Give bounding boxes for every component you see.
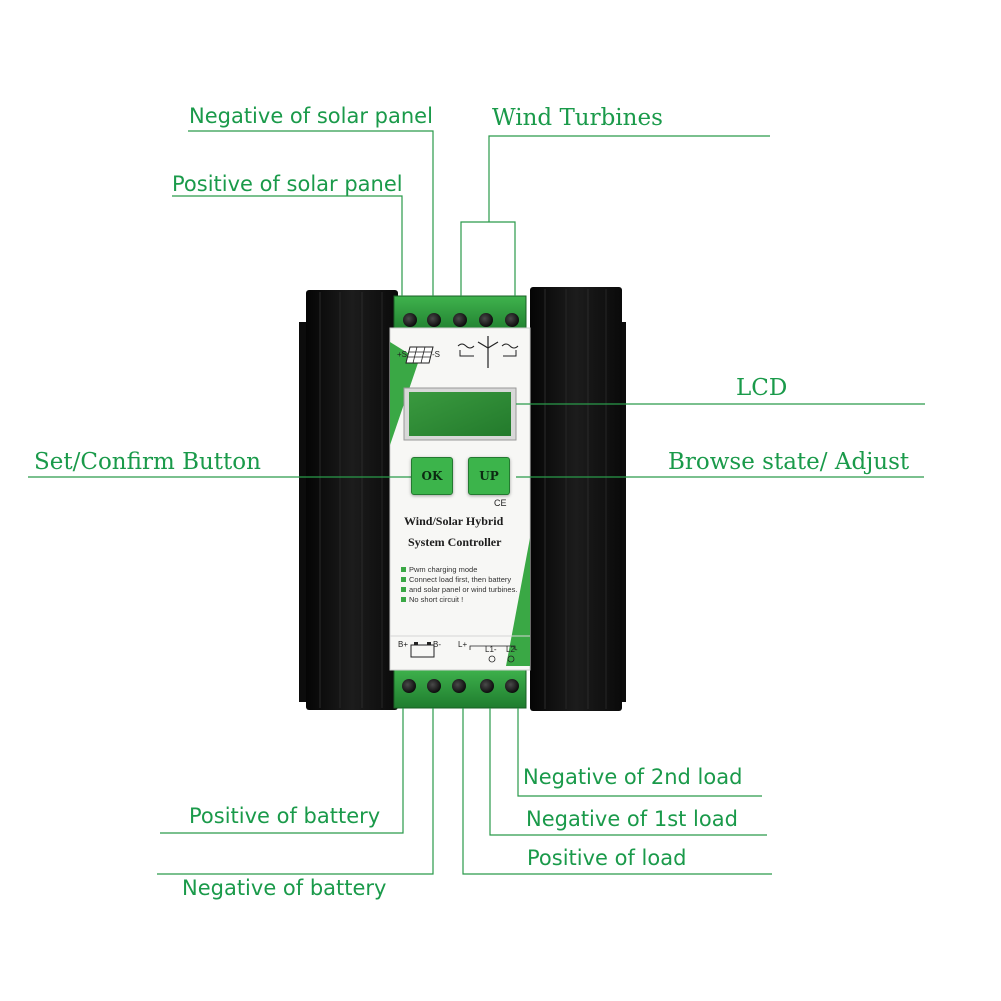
battery-positive-mark: B+ bbox=[398, 640, 409, 649]
label-positive-solar-panel: Positive of solar panel bbox=[172, 172, 403, 196]
label-negative-2nd-load: Negative of 2nd load bbox=[523, 765, 743, 789]
up-button[interactable]: UP bbox=[468, 457, 510, 495]
solar-panel-icon bbox=[405, 346, 434, 364]
bottom-terminal-block bbox=[393, 667, 527, 709]
label-positive-battery: Positive of battery bbox=[189, 804, 381, 828]
wind-turbine-icon bbox=[457, 336, 519, 368]
label-lcd: LCD bbox=[736, 375, 788, 401]
label-positive-of-load: Positive of load bbox=[527, 846, 687, 870]
label-browse-state-adjust: Browse state/ Adjust bbox=[668, 449, 910, 475]
battery-icon bbox=[410, 642, 435, 658]
ce-mark: CE bbox=[494, 498, 507, 508]
device-note-1: Pwm charging mode bbox=[401, 565, 477, 575]
label-wind-turbines: Wind Turbines bbox=[492, 105, 663, 131]
leader-pos-solar bbox=[172, 195, 403, 296]
load-bulb-icons bbox=[469, 645, 516, 663]
device-note-2: Connect load first, then battery bbox=[401, 575, 511, 585]
label-negative-battery: Negative of battery bbox=[182, 876, 387, 900]
load1-negative-mark: L1- bbox=[485, 645, 497, 654]
leader-neg-solar bbox=[188, 130, 434, 296]
device-note-4: No short circuit ! bbox=[401, 595, 463, 605]
ok-button[interactable]: OK bbox=[411, 457, 453, 495]
leader-neg-battery bbox=[157, 708, 434, 875]
leader-wind-turbines bbox=[488, 135, 770, 222]
label-negative-1st-load: Negative of 1st load bbox=[526, 807, 738, 831]
device-title-line1: Wind/Solar Hybrid bbox=[404, 514, 504, 528]
left-heatsink bbox=[299, 290, 398, 710]
device-note-3: and solar panel or wind turbines. bbox=[401, 585, 517, 595]
solar-positive-mark: +S bbox=[397, 350, 408, 359]
battery-negative-mark: B- bbox=[433, 640, 441, 649]
leader-neg-2nd-load bbox=[517, 708, 762, 797]
leader-lines bbox=[28, 130, 925, 875]
leader-pos-battery bbox=[160, 708, 404, 834]
front-panel bbox=[389, 327, 531, 671]
leader-neg-1st-load bbox=[489, 708, 767, 836]
leader-wind-bracket bbox=[460, 221, 516, 296]
label-negative-solar-panel: Negative of solar panel bbox=[189, 104, 433, 128]
leader-pos-load bbox=[462, 708, 772, 875]
lcd-display bbox=[403, 387, 517, 441]
label-set-confirm-button: Set/Confirm Button bbox=[34, 449, 261, 475]
load2-negative-mark: L2- bbox=[506, 645, 518, 654]
load-positive-mark: L+ bbox=[458, 640, 468, 649]
solar-negative-mark: -S bbox=[432, 350, 440, 359]
right-heatsink bbox=[530, 287, 626, 711]
device-title-line2: System Controller bbox=[408, 535, 502, 549]
